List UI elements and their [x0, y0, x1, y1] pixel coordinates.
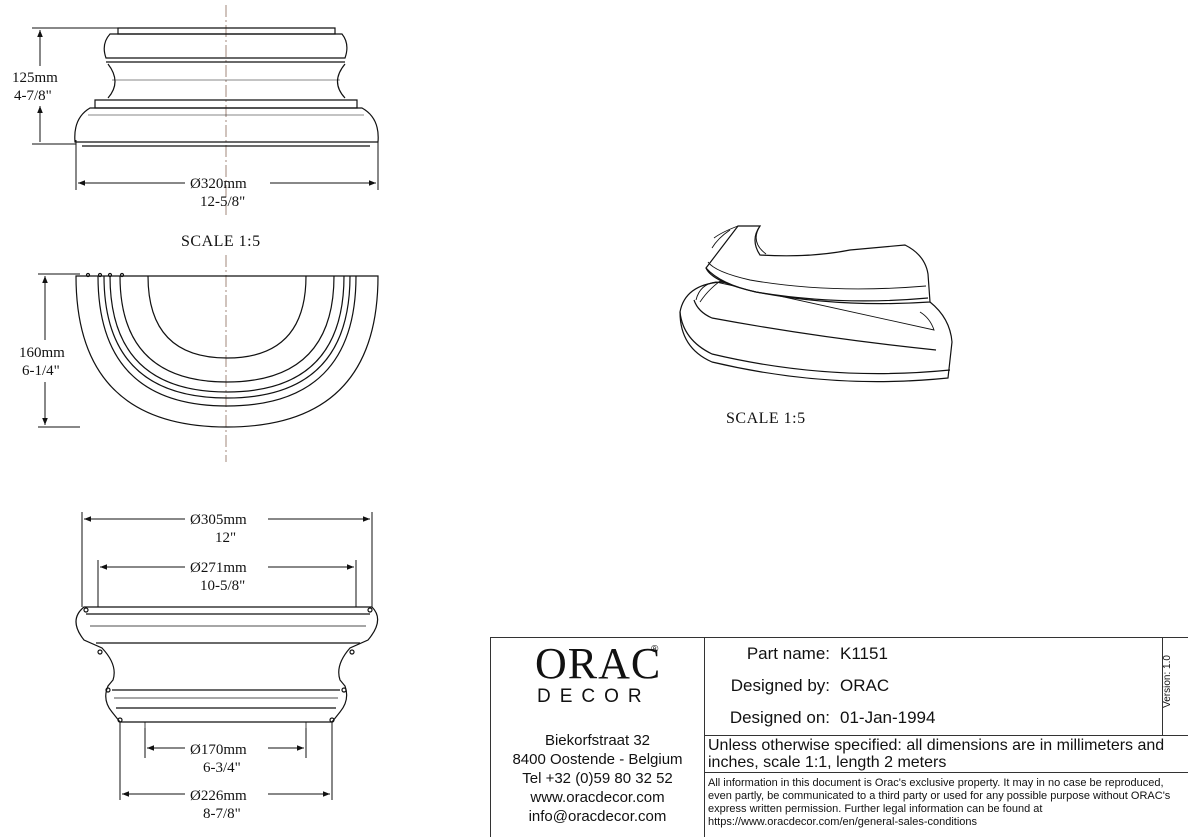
designed-by-label: Designed by: — [730, 676, 830, 695]
dia305-mm-label: Ø305mm — [190, 512, 247, 528]
address-website: www.oracdecor.com — [530, 789, 665, 806]
part-fields: Part name: K1151 Designed by: ORAC Desig… — [704, 638, 1164, 736]
company-info: ORAC ® DECOR Biekorfstraat 32 8400 Ooste… — [491, 638, 705, 837]
height-dimension-125 — [32, 27, 118, 145]
logo-sub-text: DECOR — [537, 686, 651, 707]
dia320-mm-label: Ø320mm — [190, 176, 247, 192]
designed-on-label: Designed on: — [729, 708, 830, 727]
depth-mm-label: 160mm — [19, 345, 65, 361]
address-email: info@oracdecor.com — [528, 808, 667, 825]
depth-in-label: 6-1/4" — [22, 363, 60, 379]
version-label: Version: 1.0 — [1161, 655, 1173, 708]
plan-view — [75, 255, 379, 462]
dia305-in-label: 12" — [215, 530, 236, 546]
registered-mark: ® — [651, 644, 659, 655]
address-phone: Tel +32 (0)59 80 32 52 — [522, 770, 673, 787]
depth-dimension-160 — [38, 273, 80, 428]
dia226-mm-label: Ø226mm — [190, 788, 247, 804]
address-city: 8400 Oostende - Belgium — [512, 751, 683, 768]
part-name-row: Part name: K1151 — [704, 644, 1164, 676]
dia320-in-label: 12-5/8" — [200, 194, 245, 210]
logo-main-text: ORAC — [535, 639, 662, 688]
dia271-mm-label: Ø271mm — [190, 560, 247, 576]
designed-on-row: Designed on: 01-Jan-1994 — [704, 708, 1164, 740]
designed-by-value: ORAC — [840, 676, 890, 695]
units-note: Unless otherwise specified: all dimensio… — [704, 735, 1188, 773]
dia170-in-label: 6-3/4" — [203, 760, 241, 776]
title-block: ORAC ® DECOR Biekorfstraat 32 8400 Ooste… — [490, 637, 1188, 837]
diameter-dimension-170 — [144, 728, 307, 758]
legal-note: All information in this document is Orac… — [708, 777, 1171, 828]
orac-logo: ORAC ® DECOR — [491, 638, 704, 728]
section-view — [75, 606, 379, 728]
company-address: Biekorfstraat 32 8400 Oostende - Belgium… — [491, 731, 704, 826]
scale-label-left: SCALE 1:5 — [181, 233, 261, 250]
diameter-dimension-320 — [75, 140, 379, 190]
address-street: Biekorfstraat 32 — [544, 732, 651, 749]
diameter-dimension-226 — [119, 722, 333, 800]
designed-by-row: Designed by: ORAC — [704, 676, 1164, 708]
part-name-value: K1151 — [840, 644, 888, 663]
designed-on-value: 01-Jan-1994 — [840, 708, 936, 727]
height-in-label: 4-7/8" — [14, 88, 52, 104]
scale-label-iso: SCALE 1:5 — [726, 410, 806, 427]
dia170-mm-label: Ø170mm — [190, 742, 247, 758]
dia271-in-label: 10-5/8" — [200, 578, 245, 594]
isometric-view — [679, 225, 953, 383]
part-name-label: Part name: — [746, 644, 830, 663]
version-cell: Version: 1.0 — [1162, 638, 1188, 736]
dia226-in-label: 8-7/8" — [203, 806, 241, 822]
diameter-dimension-271 — [97, 560, 357, 607]
height-mm-label: 125mm — [12, 70, 58, 86]
diameter-dimension-305 — [81, 512, 373, 607]
